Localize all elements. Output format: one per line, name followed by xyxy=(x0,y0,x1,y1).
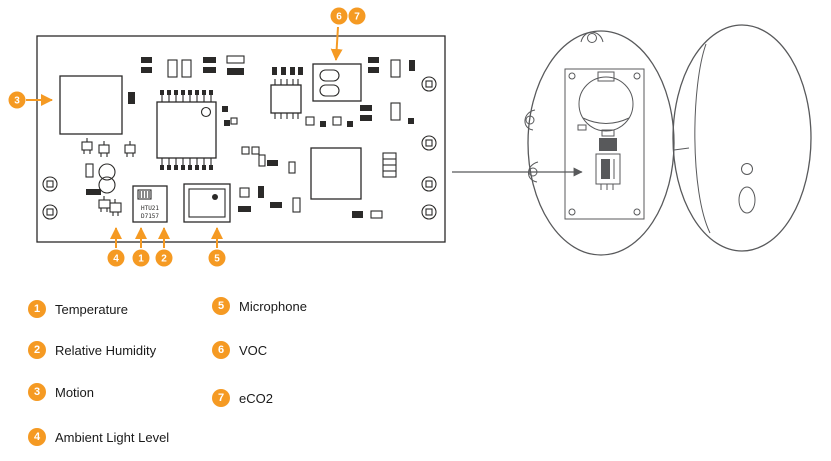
legend-item-relative-humidity: 2 Relative Humidity xyxy=(28,341,156,359)
callout-arrows xyxy=(26,26,343,248)
legend-label-eco2: eCO2 xyxy=(239,390,273,406)
legend-badge-6: 6 xyxy=(212,341,230,359)
mounting-pads xyxy=(42,76,437,220)
battery-holder xyxy=(578,71,634,132)
legend-badge-7: 7 xyxy=(212,389,230,407)
legend-item-temperature: 1 Temperature xyxy=(28,300,128,318)
callout-badge-2: 2 xyxy=(155,249,173,267)
passive-components xyxy=(85,55,415,219)
callout-badge-1: 1 xyxy=(132,249,150,267)
cover-lens xyxy=(738,186,756,214)
callout-badge-3: 3 xyxy=(8,91,26,109)
device-front-cover xyxy=(672,24,812,252)
legend-label-voc: VOC xyxy=(239,342,268,358)
diagram-canvas: HTU21 D7157 xyxy=(8,7,812,267)
cover-led-window xyxy=(741,163,753,175)
callout-badge-5: 5 xyxy=(208,249,226,267)
legend-badge-5: 5 xyxy=(212,297,230,315)
voc-eco2-sensor xyxy=(312,63,362,102)
power-ic xyxy=(310,147,362,200)
callout-badge-7: 7 xyxy=(348,7,366,25)
legend-item-ambient-light-level: 4 Ambient Light Level xyxy=(28,428,169,446)
svg-text:4: 4 xyxy=(113,254,119,265)
legend-label-motion: Motion xyxy=(55,384,95,400)
inner-pcb xyxy=(564,68,645,220)
chip-label-line2: D7157 xyxy=(141,213,159,220)
callout-badge-6: 6 xyxy=(330,7,348,25)
legend-badge-4: 4 xyxy=(28,428,46,446)
pcb-board: HTU21 D7157 xyxy=(36,35,446,243)
sensor-module xyxy=(595,129,621,190)
capacitor xyxy=(98,163,116,194)
motion-sensor xyxy=(59,75,123,135)
svg-text:3: 3 xyxy=(14,96,20,107)
callout-arrow-6-7 xyxy=(330,26,343,61)
legend-item-voc: 6 VOC xyxy=(212,341,267,359)
connector xyxy=(382,152,397,178)
legend-label-microphone: Microphone xyxy=(239,298,307,314)
legend-badge-1: 1 xyxy=(28,300,46,318)
svg-text:5: 5 xyxy=(214,254,220,265)
microphone-component xyxy=(183,183,231,223)
legend-badge-3: 3 xyxy=(28,383,46,401)
svg-text:6: 6 xyxy=(336,12,342,23)
legend-label-temperature: Temperature xyxy=(55,301,128,317)
chip-label-line1: HTU21 xyxy=(141,205,159,212)
transistor-components xyxy=(81,138,136,212)
legend: 1 Temperature 2 Relative Humidity 3 Moti… xyxy=(0,280,831,461)
svg-text:1: 1 xyxy=(138,254,144,265)
legend-label-relative-humidity: Relative Humidity xyxy=(55,342,157,358)
temp-humidity-sensor: HTU21 D7157 xyxy=(132,185,168,223)
legend-item-microphone: 5 Microphone xyxy=(212,297,307,315)
legend-label-ambient-light-level: Ambient Light Level xyxy=(55,429,170,445)
svg-text:2: 2 xyxy=(161,254,167,265)
legend-badge-2: 2 xyxy=(28,341,46,359)
callout-badge-4: 4 xyxy=(107,249,125,267)
svg-text:7: 7 xyxy=(354,12,360,23)
main-processor xyxy=(156,90,217,170)
secondary-ic xyxy=(270,79,302,119)
legend-item-motion: 3 Motion xyxy=(28,383,94,401)
legend-item-eco2: 7 eCO2 xyxy=(212,389,273,407)
device-back-plate xyxy=(524,30,675,256)
diagram-callout-badges: 3 6 7 4 1 2 5 xyxy=(8,7,366,267)
